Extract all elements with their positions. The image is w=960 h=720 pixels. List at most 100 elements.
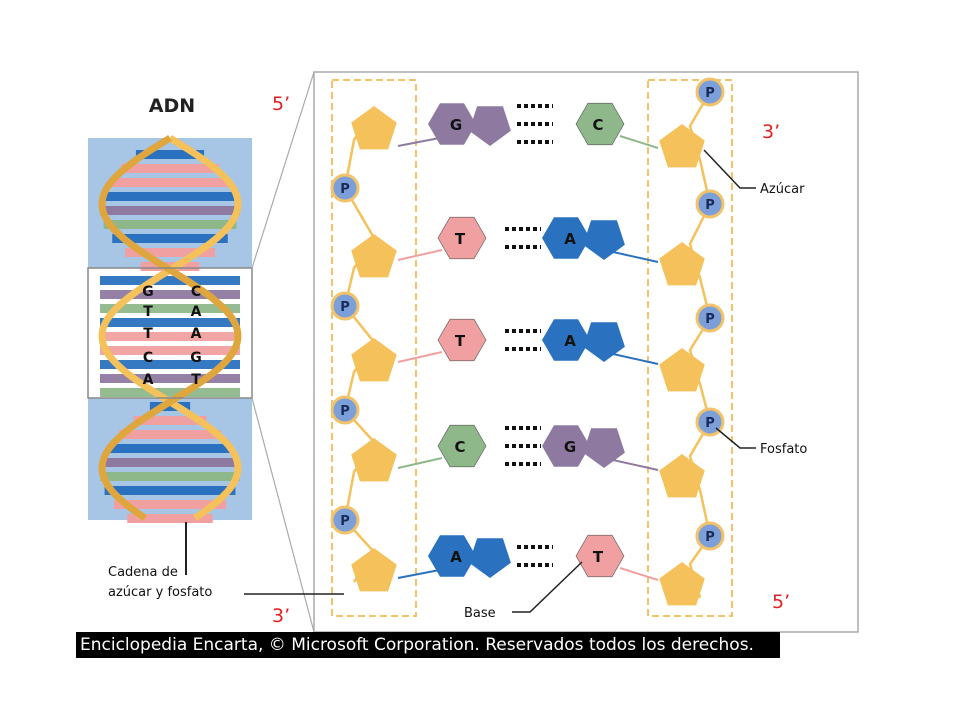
right-backbone-box bbox=[647, 79, 733, 617]
phosphate-left-4 bbox=[330, 505, 360, 535]
phosphate-right-1 bbox=[695, 77, 725, 107]
sugar-label: Azúcar bbox=[760, 182, 805, 197]
base-letter-left-2: T bbox=[455, 230, 466, 248]
base-letter-left-5: A bbox=[450, 548, 462, 566]
phosphate-right-3-symbol: P bbox=[705, 312, 715, 327]
base-letter-right-4: G bbox=[564, 438, 576, 456]
helix-background-top bbox=[88, 138, 252, 268]
phosphate-left-1 bbox=[330, 173, 360, 203]
phosphate-right-5 bbox=[695, 521, 725, 551]
sugar-left-1 bbox=[351, 106, 397, 150]
helix-rung bbox=[100, 374, 240, 383]
phosphate-left-1-symbol: P bbox=[340, 182, 350, 197]
helix-rung bbox=[100, 360, 240, 369]
helix-rung bbox=[127, 514, 213, 523]
helix-zoom-left-4: C bbox=[143, 350, 153, 366]
base-label: Base bbox=[464, 606, 496, 621]
left-backbone-box bbox=[331, 79, 417, 617]
helix-rung bbox=[109, 178, 231, 187]
helix-zoom-right-4: G bbox=[190, 350, 202, 366]
helix-zoom-left-3: T bbox=[143, 326, 153, 342]
base-ring-right-2-a bbox=[542, 217, 590, 259]
backbone-label-line1: Cadena de bbox=[108, 565, 178, 580]
phosphate-left-2-symbol: P bbox=[340, 300, 350, 315]
phosphate-left-2 bbox=[330, 291, 360, 321]
base-left-2: T bbox=[437, 216, 487, 260]
helix-zoom-right-1: C bbox=[191, 284, 201, 300]
helix-zoom-frame bbox=[87, 267, 253, 399]
base-ring-right-4-a bbox=[542, 425, 590, 467]
sugar-pointer bbox=[703, 149, 756, 189]
helix-zoom-left-5: A bbox=[143, 372, 154, 388]
phosphate-left-3-symbol: P bbox=[340, 404, 350, 419]
phosphate-right-4-symbol: P bbox=[705, 416, 715, 431]
diagram-title: ADN bbox=[149, 95, 195, 117]
helix-backbone-a bbox=[98, 135, 242, 521]
backbone-label: Cadena de azúcar y fosfato bbox=[108, 565, 212, 600]
base-ring-left-5-a bbox=[428, 535, 476, 577]
base-pointer bbox=[512, 561, 583, 613]
helix-rung bbox=[120, 164, 220, 173]
base-pairs: G C T A T A C G A T bbox=[397, 102, 659, 581]
sugar-left-2 bbox=[351, 234, 397, 278]
helix-rung bbox=[103, 220, 237, 229]
base-ring-left-5-b bbox=[469, 538, 511, 578]
helix-rung bbox=[118, 430, 222, 439]
base-letter-left-3: T bbox=[455, 332, 466, 350]
base-link-left-3 bbox=[397, 351, 443, 363]
phosphate-left-3 bbox=[330, 395, 360, 425]
base-link-left-2 bbox=[397, 249, 443, 261]
base-ring-left-1-b bbox=[469, 106, 511, 146]
base-ring-left-4 bbox=[437, 424, 487, 468]
helix-rung bbox=[125, 248, 215, 257]
helix-rung bbox=[113, 500, 227, 509]
phosphate-left-4-symbol: P bbox=[340, 514, 350, 529]
helix-rung bbox=[100, 304, 240, 313]
base-left-1: G bbox=[428, 103, 511, 146]
base-ring-right-2-b bbox=[583, 220, 625, 260]
base-left-5: A bbox=[428, 535, 511, 578]
phosphate-right-2-symbol: P bbox=[705, 198, 715, 213]
helix-rung bbox=[135, 150, 205, 159]
helix-zoom-right-2: A bbox=[191, 304, 202, 320]
end-label-right-top: 3’ bbox=[762, 121, 780, 143]
phosphate-right-1-symbol: P bbox=[705, 86, 715, 101]
end-label-left-top: 5’ bbox=[272, 93, 290, 115]
base-ring-right-4-b bbox=[583, 428, 625, 468]
sugar-right-1 bbox=[659, 124, 705, 168]
end-label-right-bottom: 5’ bbox=[772, 591, 790, 613]
base-left-3: T bbox=[437, 318, 487, 362]
helix-rung bbox=[100, 346, 240, 355]
sugar-left-4 bbox=[351, 438, 397, 482]
base-left-4: C bbox=[437, 424, 487, 468]
base-right-2: A bbox=[542, 217, 625, 260]
helix-zoom-right-3: A bbox=[191, 326, 202, 342]
helix-rung bbox=[133, 416, 207, 425]
helix-rung bbox=[100, 206, 240, 215]
helix-zoom-left-1: G bbox=[142, 284, 154, 300]
base-ring-left-2 bbox=[437, 216, 487, 260]
sugar-right-4 bbox=[659, 454, 705, 498]
helix-rung bbox=[104, 486, 236, 495]
sugar-right-3 bbox=[659, 348, 705, 392]
credit-line: Enciclopedia Encarta, © Microsoft Corpor… bbox=[76, 632, 780, 658]
zoom-connector-bottom bbox=[251, 397, 315, 633]
helix-rung bbox=[100, 472, 240, 481]
base-letter-left-4: C bbox=[454, 438, 465, 456]
helix-rung bbox=[102, 192, 238, 201]
base-letter-right-3: A bbox=[564, 332, 576, 350]
phosphate-pointer bbox=[715, 427, 756, 449]
base-ring-right-1 bbox=[575, 102, 625, 146]
helix-rung bbox=[100, 388, 240, 397]
base-letter-right-1: C bbox=[592, 116, 603, 134]
helix-rung bbox=[100, 290, 240, 299]
base-right-5: T bbox=[575, 534, 625, 578]
end-label-left-bottom: 3’ bbox=[272, 605, 290, 627]
sugar-right-2 bbox=[659, 242, 705, 286]
base-ring-right-5 bbox=[575, 534, 625, 578]
base-ring-right-3-b bbox=[583, 322, 625, 362]
base-right-1: C bbox=[575, 102, 625, 146]
phosphate-right-5-symbol: P bbox=[705, 530, 715, 545]
helix-rung bbox=[100, 318, 240, 327]
